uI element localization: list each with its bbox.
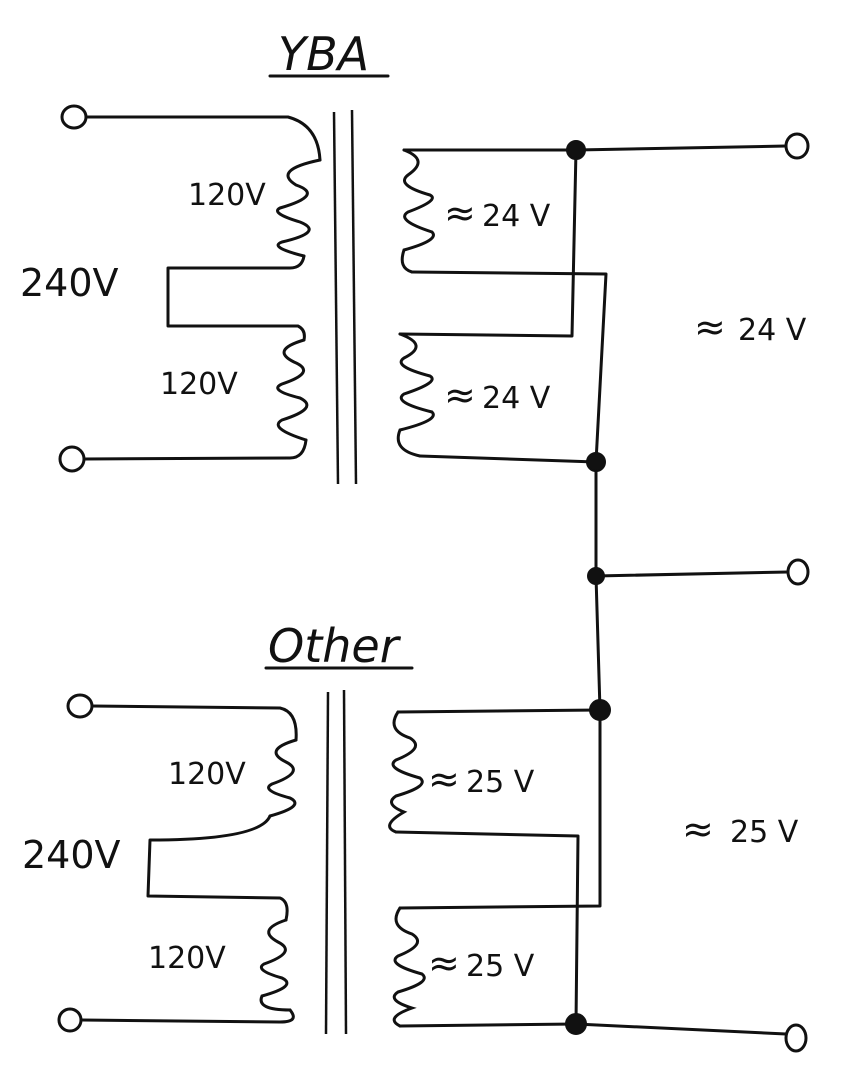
transformer-other-secondary-lower-top-lead [398,708,602,910]
transformer-yba-secondary-lower-coil [396,332,435,458]
transformer-other-secondary-upper-label: 25 V [466,765,535,800]
output-bus: ≈ 24 V ≈ 25 V [565,132,810,1053]
transformer-yba-secondary-lower-top-lead [398,148,578,338]
transformer-other-secondary-upper-coil [388,710,424,834]
output-lower-label: 25 V [730,815,799,850]
output-upper-approx: ≈ [694,305,726,349]
transformer-yba-primary-top-lead [84,115,322,162]
transformer-other-primary-series-link [146,814,289,922]
transformer-other-secondary-upper-approx: ≈ [428,757,460,801]
transformer-other-input-terminal-bottom [57,1007,83,1033]
output-center-lead [594,570,790,578]
transformer-other-core-line-right [342,689,348,1035]
transformer-other-title: Other [268,619,402,673]
transformer-other-input-terminal-top [66,693,94,719]
transformer-yba-primary-series-link [166,254,306,342]
transformer-other-secondary-upper-bottom-lead [394,830,580,1026]
transformer-yba-secondary-lower-label: 24 V [482,381,551,416]
transformer-yba-secondary-lower-bottom-lead [418,454,598,464]
junction-dot-top [566,140,586,160]
transformer-yba-primary-upper-coil [276,158,322,258]
transformer-other-input-voltage-label: 240V [22,833,121,877]
transformer-other: Other 120V 120V 240V ≈ 25 V ≈ 25 V [22,619,602,1035]
output-upper-label: 24 V [738,313,807,348]
transformer-other-secondary-lower-coil [392,906,426,1028]
transformer-other-primary-upper-label: 120V [168,757,246,792]
junction-dot-other-top [589,699,611,721]
transformer-yba-secondary-upper-bottom-lead [410,270,608,464]
transformer-yba-title: YBA [278,27,369,81]
transformer-yba-input-terminal-top [60,104,88,130]
transformer-yba: YBA 120V 120V 240V ≈ 24 V ≈ 24 V [20,27,608,485]
transformer-yba-primary-lower-coil [276,338,309,442]
transformer-other-secondary-upper-top-lead [396,708,602,714]
output-top-lead [574,144,788,152]
transformer-other-secondary-lower-approx: ≈ [428,941,460,985]
transformer-yba-input-terminal-bottom [58,445,86,473]
transformer-other-primary-bottom-lead [80,1008,295,1024]
transformer-yba-primary-bottom-lead [82,438,308,461]
transformer-yba-core-line-right [350,109,358,485]
transformer-other-core-line-left [324,691,330,1035]
transformer-other-primary-lower-label: 120V [148,941,226,976]
junction-dot-yba-bottom [586,452,606,472]
transformer-yba-primary-upper-label: 120V [188,178,266,213]
transformer-other-primary-upper-coil [267,738,298,818]
transformer-other-secondary-lower-bottom-lead [398,1022,578,1028]
transformer-yba-secondary-upper-approx: ≈ [444,191,476,235]
output-lower-approx: ≈ [682,807,714,851]
transformer-other-primary-lower-coil [259,918,292,1012]
junction-dot-bottom [565,1013,587,1035]
output-bottom-lead [574,1022,788,1036]
transformer-yba-core-line-left [332,111,340,485]
common-bus-wire [594,460,602,712]
transformer-other-primary-top-lead [90,704,298,742]
transformer-other-secondary-lower-label: 25 V [466,949,535,984]
transformer-yba-primary-lower-label: 120V [160,367,238,402]
transformer-yba-secondary-lower-approx: ≈ [444,373,476,417]
transformer-yba-input-voltage-label: 240V [20,261,119,305]
junction-dot-center [587,567,605,585]
output-terminal-center [786,558,810,586]
output-terminal-bottom [784,1023,808,1053]
transformer-yba-secondary-upper-coil [400,148,435,274]
output-terminal-top [784,132,810,160]
transformer-yba-secondary-upper-label: 24 V [482,199,551,234]
